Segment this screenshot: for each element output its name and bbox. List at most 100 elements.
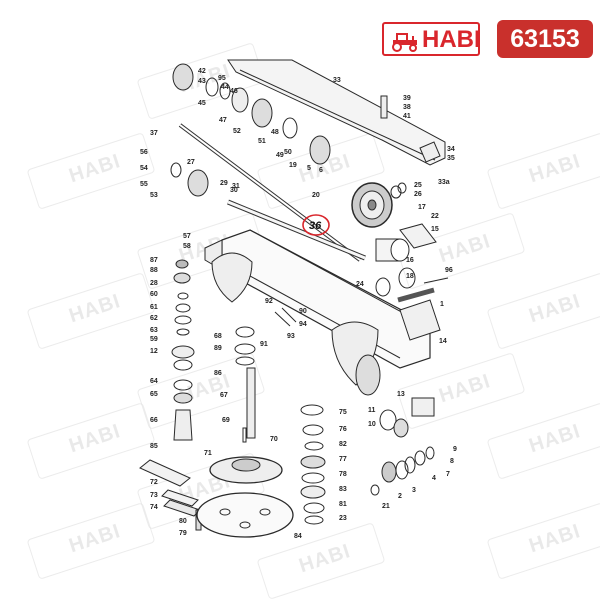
callout-number: 94: [299, 321, 307, 328]
callout-number: 61: [150, 304, 158, 311]
callout-number: 38: [403, 104, 411, 111]
callout-number: 60: [150, 291, 158, 298]
callout-number: 76: [339, 426, 347, 433]
callout-number: 56: [140, 149, 148, 156]
callout-number: 3: [412, 487, 416, 494]
callout-number: 51: [258, 138, 266, 145]
callout-number: 42: [198, 68, 206, 75]
callout-number: 22: [431, 213, 439, 220]
callout-number: 69: [222, 417, 230, 424]
callout-number: 62: [150, 315, 158, 322]
callout-number: 74: [150, 504, 158, 511]
callout-number: 5: [307, 165, 311, 172]
callout-number: 83: [339, 486, 347, 493]
callout-number: 92: [265, 298, 273, 305]
callout-number: 20: [312, 192, 320, 199]
callout-number: 96: [445, 267, 453, 274]
callout-number: 28: [150, 280, 158, 287]
callout-number: 73: [150, 492, 158, 499]
tractor-icon: [392, 33, 417, 52]
callout-number: 31: [232, 183, 240, 190]
callout-number: 29: [220, 180, 228, 187]
callout-number: 66: [150, 417, 158, 424]
callout-number: 79: [179, 530, 187, 537]
callout-number: 1: [440, 301, 444, 308]
callout-number: 7: [446, 471, 450, 478]
callout-number: 2: [398, 493, 402, 500]
callout-number: 18: [406, 273, 414, 280]
callout-number: 90: [299, 308, 307, 315]
callout-number: 44: [221, 84, 229, 91]
callout-number: 43: [198, 78, 206, 85]
callout-number: 11: [368, 407, 376, 414]
callout-number: 35: [447, 155, 455, 162]
part-number-badge: 63153: [497, 20, 593, 58]
callout-number: 78: [339, 471, 347, 478]
callout-number: 41: [403, 113, 411, 120]
callout-number: 75: [339, 409, 347, 416]
callout-number: 81: [339, 501, 347, 508]
callout-number: 27: [187, 159, 195, 166]
callout-number: 26: [414, 191, 422, 198]
callout-number: 59: [150, 336, 158, 343]
callout-number: 39: [403, 95, 411, 102]
callout-number: 17: [418, 204, 426, 211]
callout-number: 55: [140, 181, 148, 188]
callout-number: 80: [179, 518, 187, 525]
callout-number: 12: [150, 348, 158, 355]
callout-number: 24: [356, 281, 364, 288]
callout-number: 63: [150, 327, 158, 334]
callout-number: 6: [319, 167, 323, 174]
habi-logo: HABI: [382, 22, 481, 56]
callout-number: 65: [150, 391, 158, 398]
callout-number: 21: [382, 503, 390, 510]
callout-number: 33: [333, 77, 341, 84]
callout-number: 14: [439, 338, 447, 345]
callout-number: 58: [183, 243, 191, 250]
callout-number: 4: [432, 475, 436, 482]
callout-number: 45: [198, 100, 206, 107]
callout-number: 33a: [438, 179, 450, 186]
callout-number: 88: [150, 267, 158, 274]
callout-number: 72: [150, 479, 158, 486]
callout-number: 71: [204, 450, 212, 457]
callout-number: 46: [230, 88, 238, 95]
callout-number: 16: [406, 257, 414, 264]
callout-number: 25: [414, 182, 422, 189]
callout-number: 47: [219, 117, 227, 124]
callout-number: 34: [447, 146, 455, 153]
callout-number: 57: [183, 233, 191, 240]
highlighted-part-number: 36: [309, 220, 322, 232]
callout-number: 49: [276, 152, 284, 159]
callout-number: 85: [150, 443, 158, 450]
callout-number: 68: [214, 333, 222, 340]
callout-number: 8: [450, 458, 454, 465]
callout-number: 19: [289, 162, 297, 169]
callout-number: 70: [270, 436, 278, 443]
callout-number: 48: [271, 129, 279, 136]
highlight-ring: [302, 214, 330, 236]
callout-number: 77: [339, 456, 347, 463]
callout-number: 54: [140, 165, 148, 172]
callout-number: 91: [260, 341, 268, 348]
callout-number: 37: [150, 130, 158, 137]
callout-number: 86: [214, 370, 222, 377]
callout-number: 52: [233, 128, 241, 135]
callout-number: 87: [150, 257, 158, 264]
callout-number: 95: [218, 75, 226, 82]
callout-number: 93: [287, 333, 295, 340]
callout-number: 50: [284, 149, 292, 156]
callout-number: 13: [397, 391, 405, 398]
callout-number: 82: [339, 441, 347, 448]
callout-number: 64: [150, 378, 158, 385]
callout-number: 30: [230, 187, 238, 194]
callout-number: 67: [220, 392, 228, 399]
callout-number: 9: [453, 446, 457, 453]
logo-text: HABI: [422, 26, 481, 53]
callout-number: 89: [214, 345, 222, 352]
callout-number: 53: [150, 192, 158, 199]
callout-number: 15: [431, 226, 439, 233]
